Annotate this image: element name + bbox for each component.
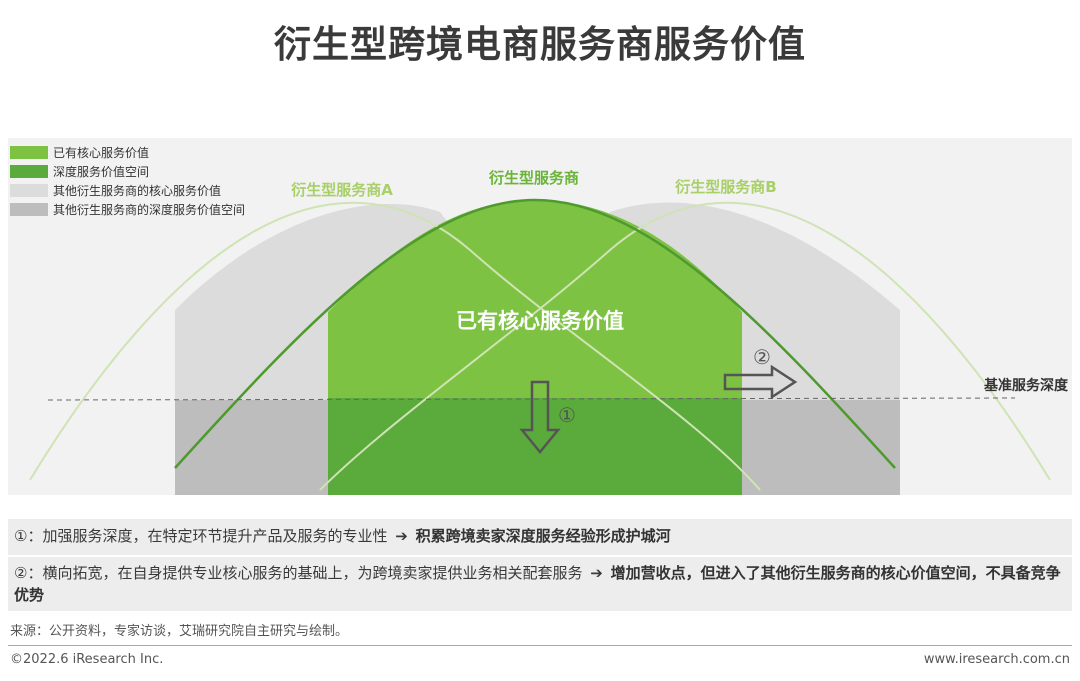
note2-result: 增加营收点，但进入了其他衍生服务商的核心价值空间，不具备竞争优势	[14, 564, 1061, 604]
marker-1: ①	[558, 403, 576, 427]
provider-b-curve	[319, 201, 1051, 491]
marker-2: ②	[753, 345, 771, 369]
legend-label-other-deep: 其他衍生服务商的深度服务价值空间	[53, 202, 245, 217]
baseline-line	[47, 397, 1016, 401]
legend-label-core: 已有核心服务价值	[53, 145, 149, 160]
website-link[interactable]: www.iresearch.com.cn	[923, 652, 1070, 667]
note2-text: 横向拓宽，在自身提供专业核心服务的基础上，为跨境卖家提供业务相关配套服务	[42, 564, 583, 582]
service-value-diagram: 已有核心服务价值 深度服务价值空间 其他衍生服务商的核心服务价值 其他衍生服务商…	[8, 138, 1072, 495]
note-breadth: ②：横向拓宽，在自身提供专业核心服务的基础上，为跨境卖家提供业务相关配套服务 ➔…	[8, 557, 1072, 611]
legend-swatch-deep	[10, 165, 48, 178]
footer-divider	[8, 645, 1072, 646]
provider-a-label: 衍生型服务商A	[290, 181, 393, 199]
core-value-label: 已有核心服务价值	[456, 309, 624, 333]
legend-label-other-core: 其他衍生服务商的核心服务价值	[53, 183, 221, 198]
copyright: ©2022.6 iResearch Inc.	[10, 652, 164, 667]
arrow-down-icon	[519, 380, 561, 454]
baseline-label: 基准服务深度	[984, 377, 1069, 394]
note1-prefix: ①：	[14, 527, 43, 545]
main-provider-curve	[174, 198, 896, 469]
right-arrow-icon: ➔	[395, 527, 408, 545]
provider-main-label: 衍生型服务商	[488, 169, 579, 187]
right-arrow-icon: ➔	[590, 564, 603, 582]
provider-a-deep-area	[175, 400, 328, 495]
note2-prefix: ②：	[14, 564, 43, 582]
note-depth: ①：加强服务深度，在特定环节提升产品及服务的专业性 ➔ 积累跨境卖家深度服务经验…	[8, 519, 1072, 555]
legend-swatch-other-deep	[10, 203, 48, 216]
note1-result: 积累跨境卖家深度服务经验形成护城河	[415, 527, 671, 545]
legend-swatch-other-core	[10, 184, 48, 197]
core-value-area	[328, 200, 742, 398]
legend-swatch-core	[10, 146, 48, 159]
source-note: 来源：公开资料，专家访谈，艾瑞研究院自主研究与绘制。	[10, 624, 349, 639]
provider-b-label: 衍生型服务商B	[674, 178, 776, 196]
legend-label-deep: 深度服务价值空间	[53, 164, 149, 179]
arrow-right-icon	[723, 364, 798, 400]
note1-text: 加强服务深度，在特定环节提升产品及服务的专业性	[42, 527, 388, 545]
page-title: 衍生型跨境电商服务商服务价值	[274, 23, 806, 66]
provider-b-deep-area	[742, 400, 900, 495]
